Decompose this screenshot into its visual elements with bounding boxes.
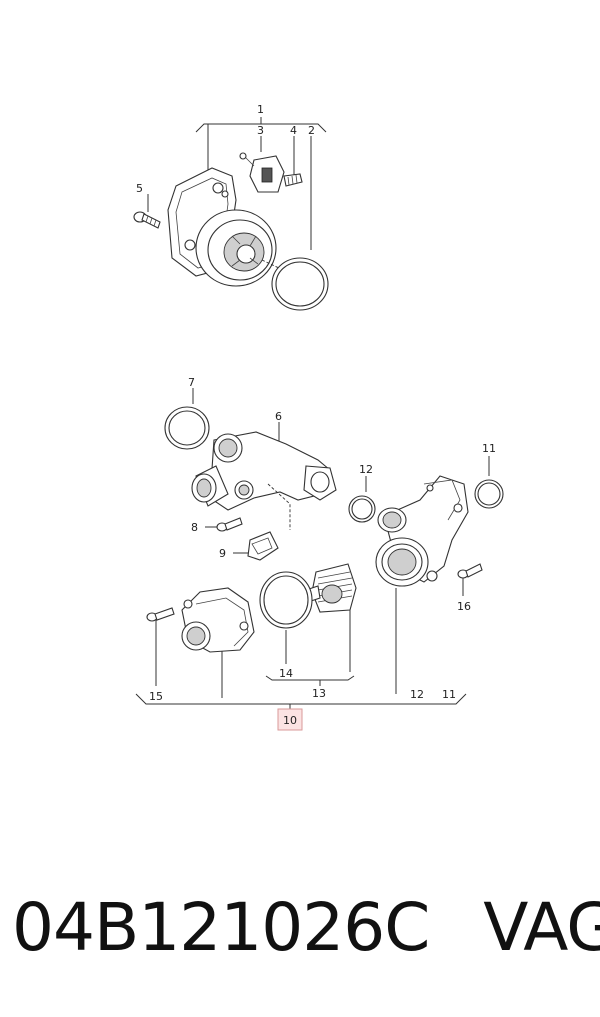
callout-4[interactable]: 4 [290, 124, 297, 137]
brand-name: VAG [483, 889, 600, 966]
callout-10[interactable]: 10 [283, 714, 297, 727]
callout-12-lower[interactable]: 12 [410, 688, 424, 701]
highlight-box [277, 708, 303, 731]
callout-2[interactable]: 2 [308, 124, 315, 137]
callout-16[interactable]: 16 [457, 600, 471, 613]
exploded-parts-diagram: 1 3 4 2 5 7 6 11 12 8 9 16 14 13 15 12 1… [133, 103, 504, 731]
callout-12-upper[interactable]: 12 [359, 463, 373, 476]
callout-9[interactable]: 9 [219, 547, 226, 560]
coolant-pump-assembly [133, 117, 329, 311]
callout-7[interactable]: 7 [188, 376, 195, 389]
callout-15[interactable]: 15 [149, 690, 163, 703]
part-number: 04B121026C [12, 889, 430, 966]
thermostat-assembly [135, 388, 504, 710]
callout-11-lower[interactable]: 11 [442, 688, 456, 701]
callout-6[interactable]: 6 [275, 410, 282, 423]
callout-8[interactable]: 8 [191, 521, 198, 534]
callout-3[interactable]: 3 [257, 124, 264, 137]
callout-14[interactable]: 14 [279, 667, 293, 680]
callout-1[interactable]: 1 [257, 103, 264, 116]
callout-5[interactable]: 5 [136, 182, 143, 195]
callout-11-upper[interactable]: 11 [482, 442, 496, 455]
callout-13[interactable]: 13 [312, 687, 326, 700]
